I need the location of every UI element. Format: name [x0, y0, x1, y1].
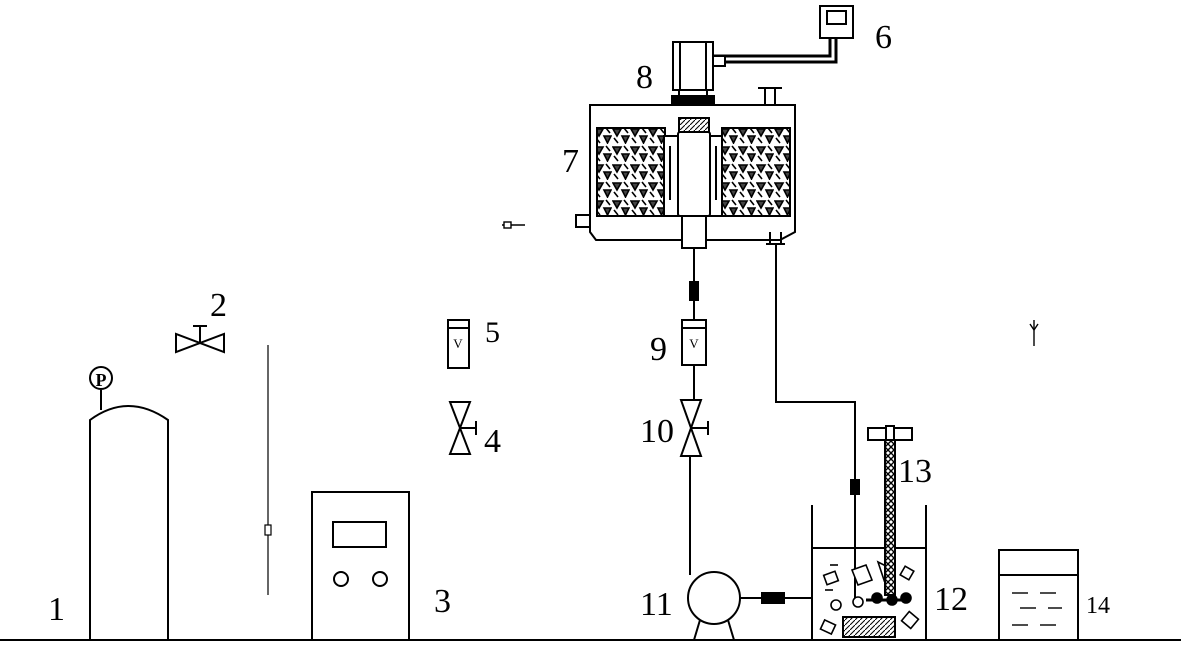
flowmeter-left-mark: V — [453, 336, 463, 351]
return-pipe — [775, 244, 856, 480]
valve-mid — [448, 401, 477, 455]
controller-box — [311, 491, 410, 641]
tank-stirrer — [866, 425, 913, 602]
flowmeter-right — [681, 319, 707, 366]
probe-left — [264, 345, 272, 595]
label-stirrer: 13 — [898, 453, 932, 490]
return-pipe-connector — [850, 479, 860, 495]
gas-valve — [175, 325, 225, 354]
label-collector: 14 — [1086, 593, 1110, 619]
label-valve-right: 10 — [640, 413, 674, 450]
tank-particles — [819, 560, 920, 636]
feed-tank — [811, 505, 927, 641]
gas-cylinder — [89, 366, 169, 640]
monitor — [712, 5, 854, 64]
label-pump: 11 — [640, 586, 673, 623]
valve-right — [679, 399, 709, 457]
label-cylinder: 1 — [48, 591, 65, 628]
flowmeter-left — [447, 319, 470, 369]
label-flowmeter-right: 9 — [650, 331, 667, 368]
label-monitor: 6 — [875, 19, 892, 56]
label-tank: 12 — [934, 581, 968, 618]
label-controller: 3 — [434, 583, 451, 620]
reactor-vessel — [575, 87, 796, 249]
pressure-gauge-letter: P — [96, 370, 107, 390]
small-fitting — [502, 221, 525, 229]
feed-pipe — [689, 248, 699, 575]
label-valve-mid: 4 — [484, 423, 501, 460]
pump — [687, 571, 812, 641]
label-reactor: 7 — [562, 143, 579, 180]
probe-right — [1029, 320, 1039, 346]
collection-vessel — [998, 549, 1079, 641]
label-motor: 8 — [636, 59, 653, 96]
label-flowmeter-left: 5 — [485, 316, 500, 349]
flowmeter-right-mark: V — [689, 336, 699, 351]
label-valve-top: 2 — [210, 287, 227, 324]
